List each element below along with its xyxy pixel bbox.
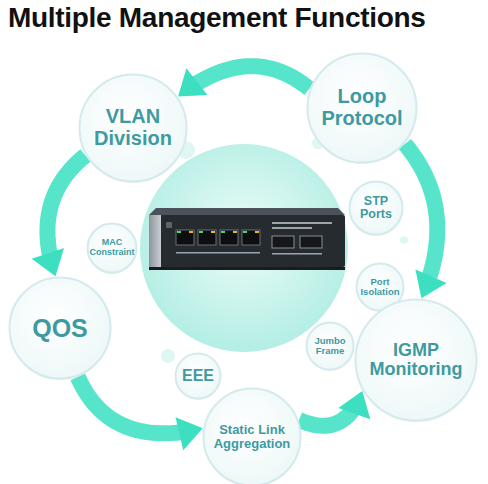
flow-arrow <box>178 66 309 96</box>
function-circle: Loop Protocol <box>306 52 418 164</box>
node-label: MAC Constraint <box>88 238 136 257</box>
node-label: Port Isolation <box>358 277 402 298</box>
arrow-shaft <box>405 144 437 277</box>
function-circle: IGMP Monitoring <box>354 298 478 422</box>
node-label: Loop Protocol <box>313 86 411 129</box>
node-label: EEE <box>176 367 220 384</box>
function-circle: VLAN Division <box>78 73 188 183</box>
feature-bubble: MAC Constraint <box>86 222 138 274</box>
flow-arrow <box>405 144 447 298</box>
circle-shape <box>204 389 301 484</box>
circle-shape <box>88 224 137 273</box>
diagram-title: Multiple Management Functions <box>8 2 426 34</box>
circle-shape <box>80 75 187 182</box>
node-label: Jumbo Frame <box>308 336 352 357</box>
feature-bubble: STP Ports <box>348 180 404 236</box>
circle-shape <box>176 354 221 399</box>
feature-bubble: Jumbo Frame <box>305 321 355 371</box>
flow-arrow <box>299 391 370 426</box>
arrow-shaft <box>299 410 353 426</box>
node-label: VLAN Division <box>85 106 181 149</box>
arrow-head <box>176 417 203 450</box>
feature-bubble: EEE <box>174 352 222 400</box>
flow-arrow <box>32 156 86 277</box>
node-label: QOS <box>15 315 105 342</box>
circle-shape <box>350 182 403 235</box>
switch-illustration <box>149 208 345 270</box>
circle-shape <box>10 278 111 379</box>
deco-dot <box>400 236 408 244</box>
node-label: IGMP Monitoring <box>361 341 471 380</box>
node-label: Static Link Aggregation <box>208 423 296 451</box>
arrow-head <box>338 391 370 419</box>
circle-shape <box>356 300 477 421</box>
center-circle <box>140 144 348 352</box>
deco-dot <box>161 349 175 363</box>
arrow-head <box>178 68 207 96</box>
function-circle: QOS <box>8 276 112 380</box>
arrow-head <box>415 269 446 298</box>
circle-shape <box>308 54 417 163</box>
function-circle: Static Link Aggregation <box>202 387 302 484</box>
node-label: STP Ports <box>352 195 400 222</box>
arrow-head <box>32 248 64 276</box>
arrow-shaft <box>47 156 85 258</box>
arrow-shaft <box>196 66 310 89</box>
arrow-shaft <box>78 377 181 433</box>
circle-shape <box>307 323 354 370</box>
